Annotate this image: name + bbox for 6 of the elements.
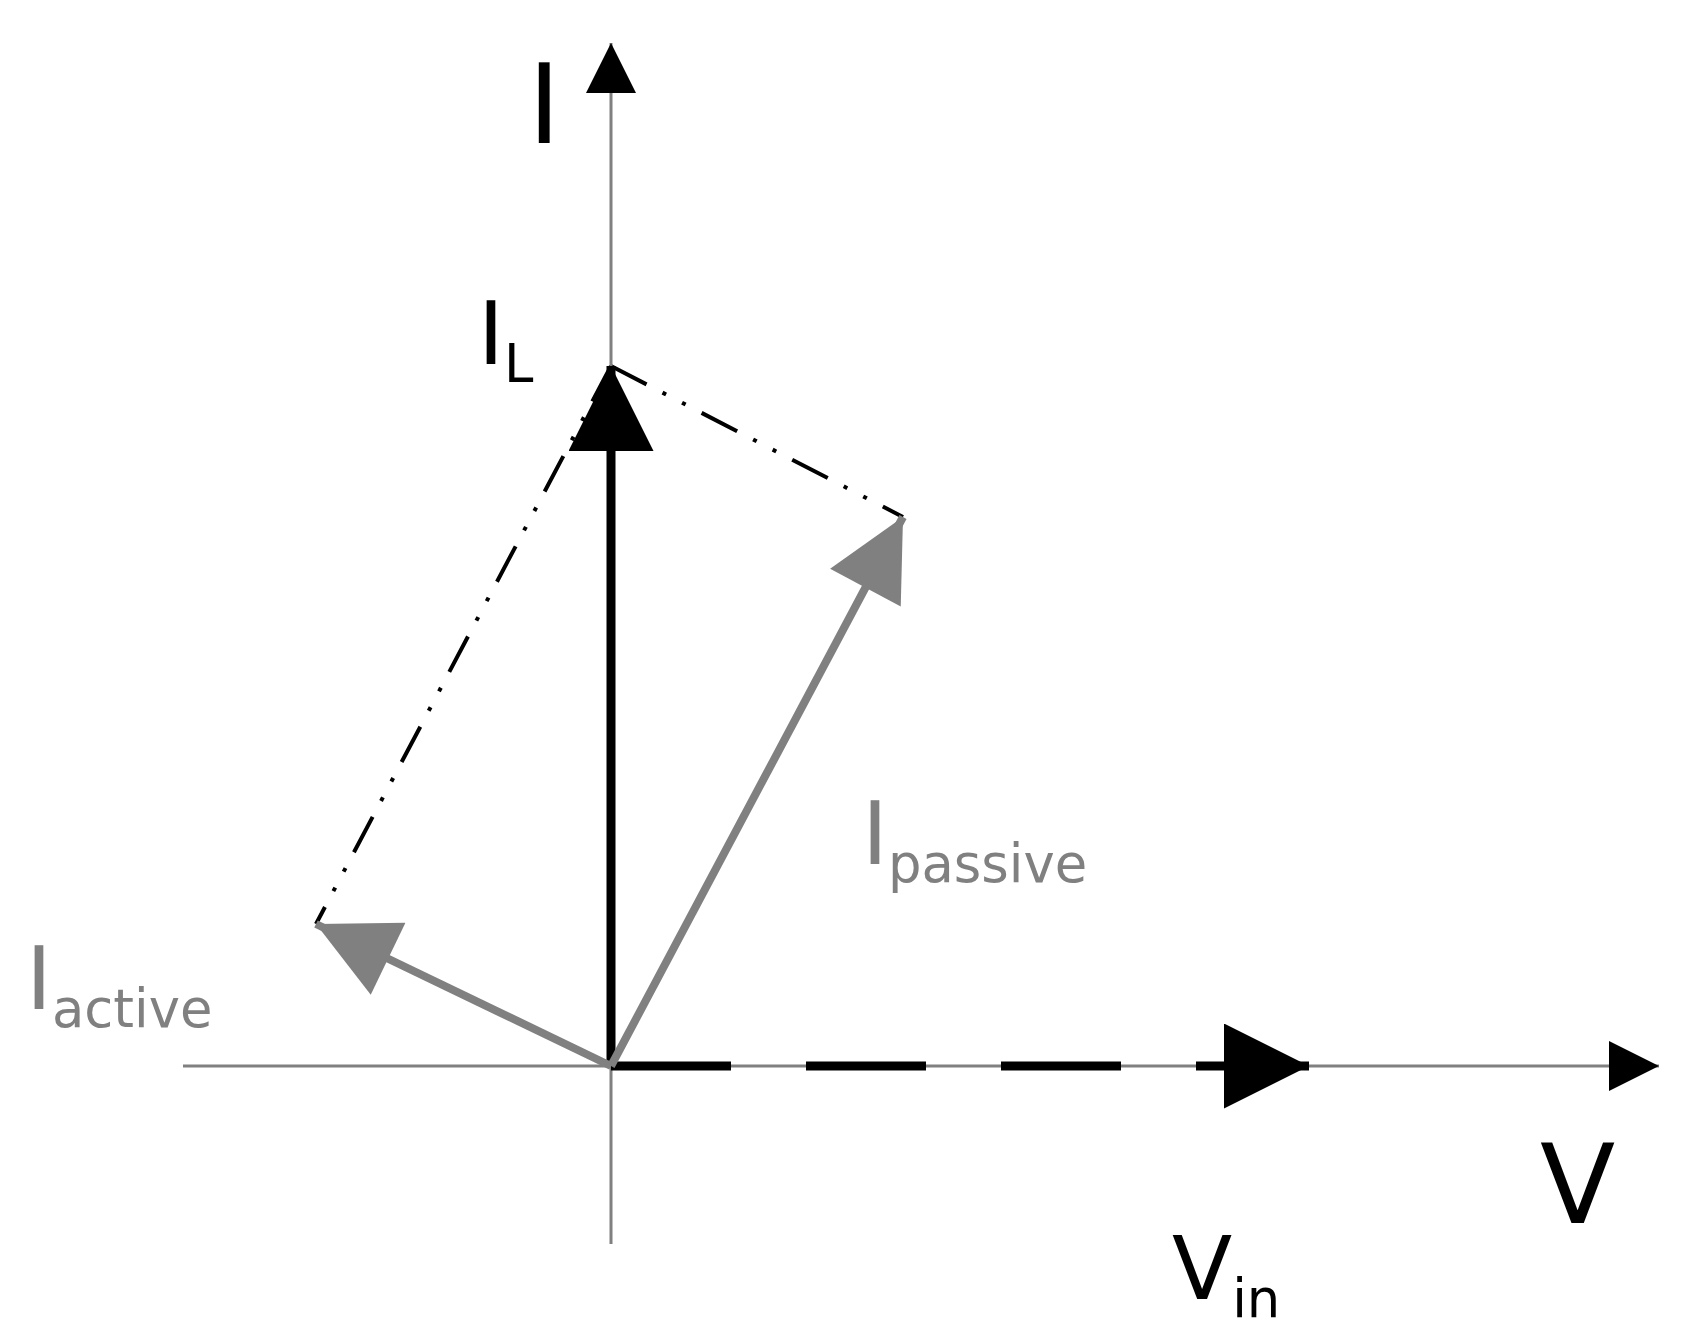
- vector-label: V$_{in}$: [1172, 1225, 1281, 1323]
- axis-label: I: [528, 50, 561, 160]
- vector-label: I$_{L}$: [478, 290, 534, 392]
- vector-label: I$_{passive}$: [862, 790, 1088, 892]
- vector-label: I$_{active}$: [26, 935, 213, 1037]
- axis-label: V: [1540, 1130, 1616, 1240]
